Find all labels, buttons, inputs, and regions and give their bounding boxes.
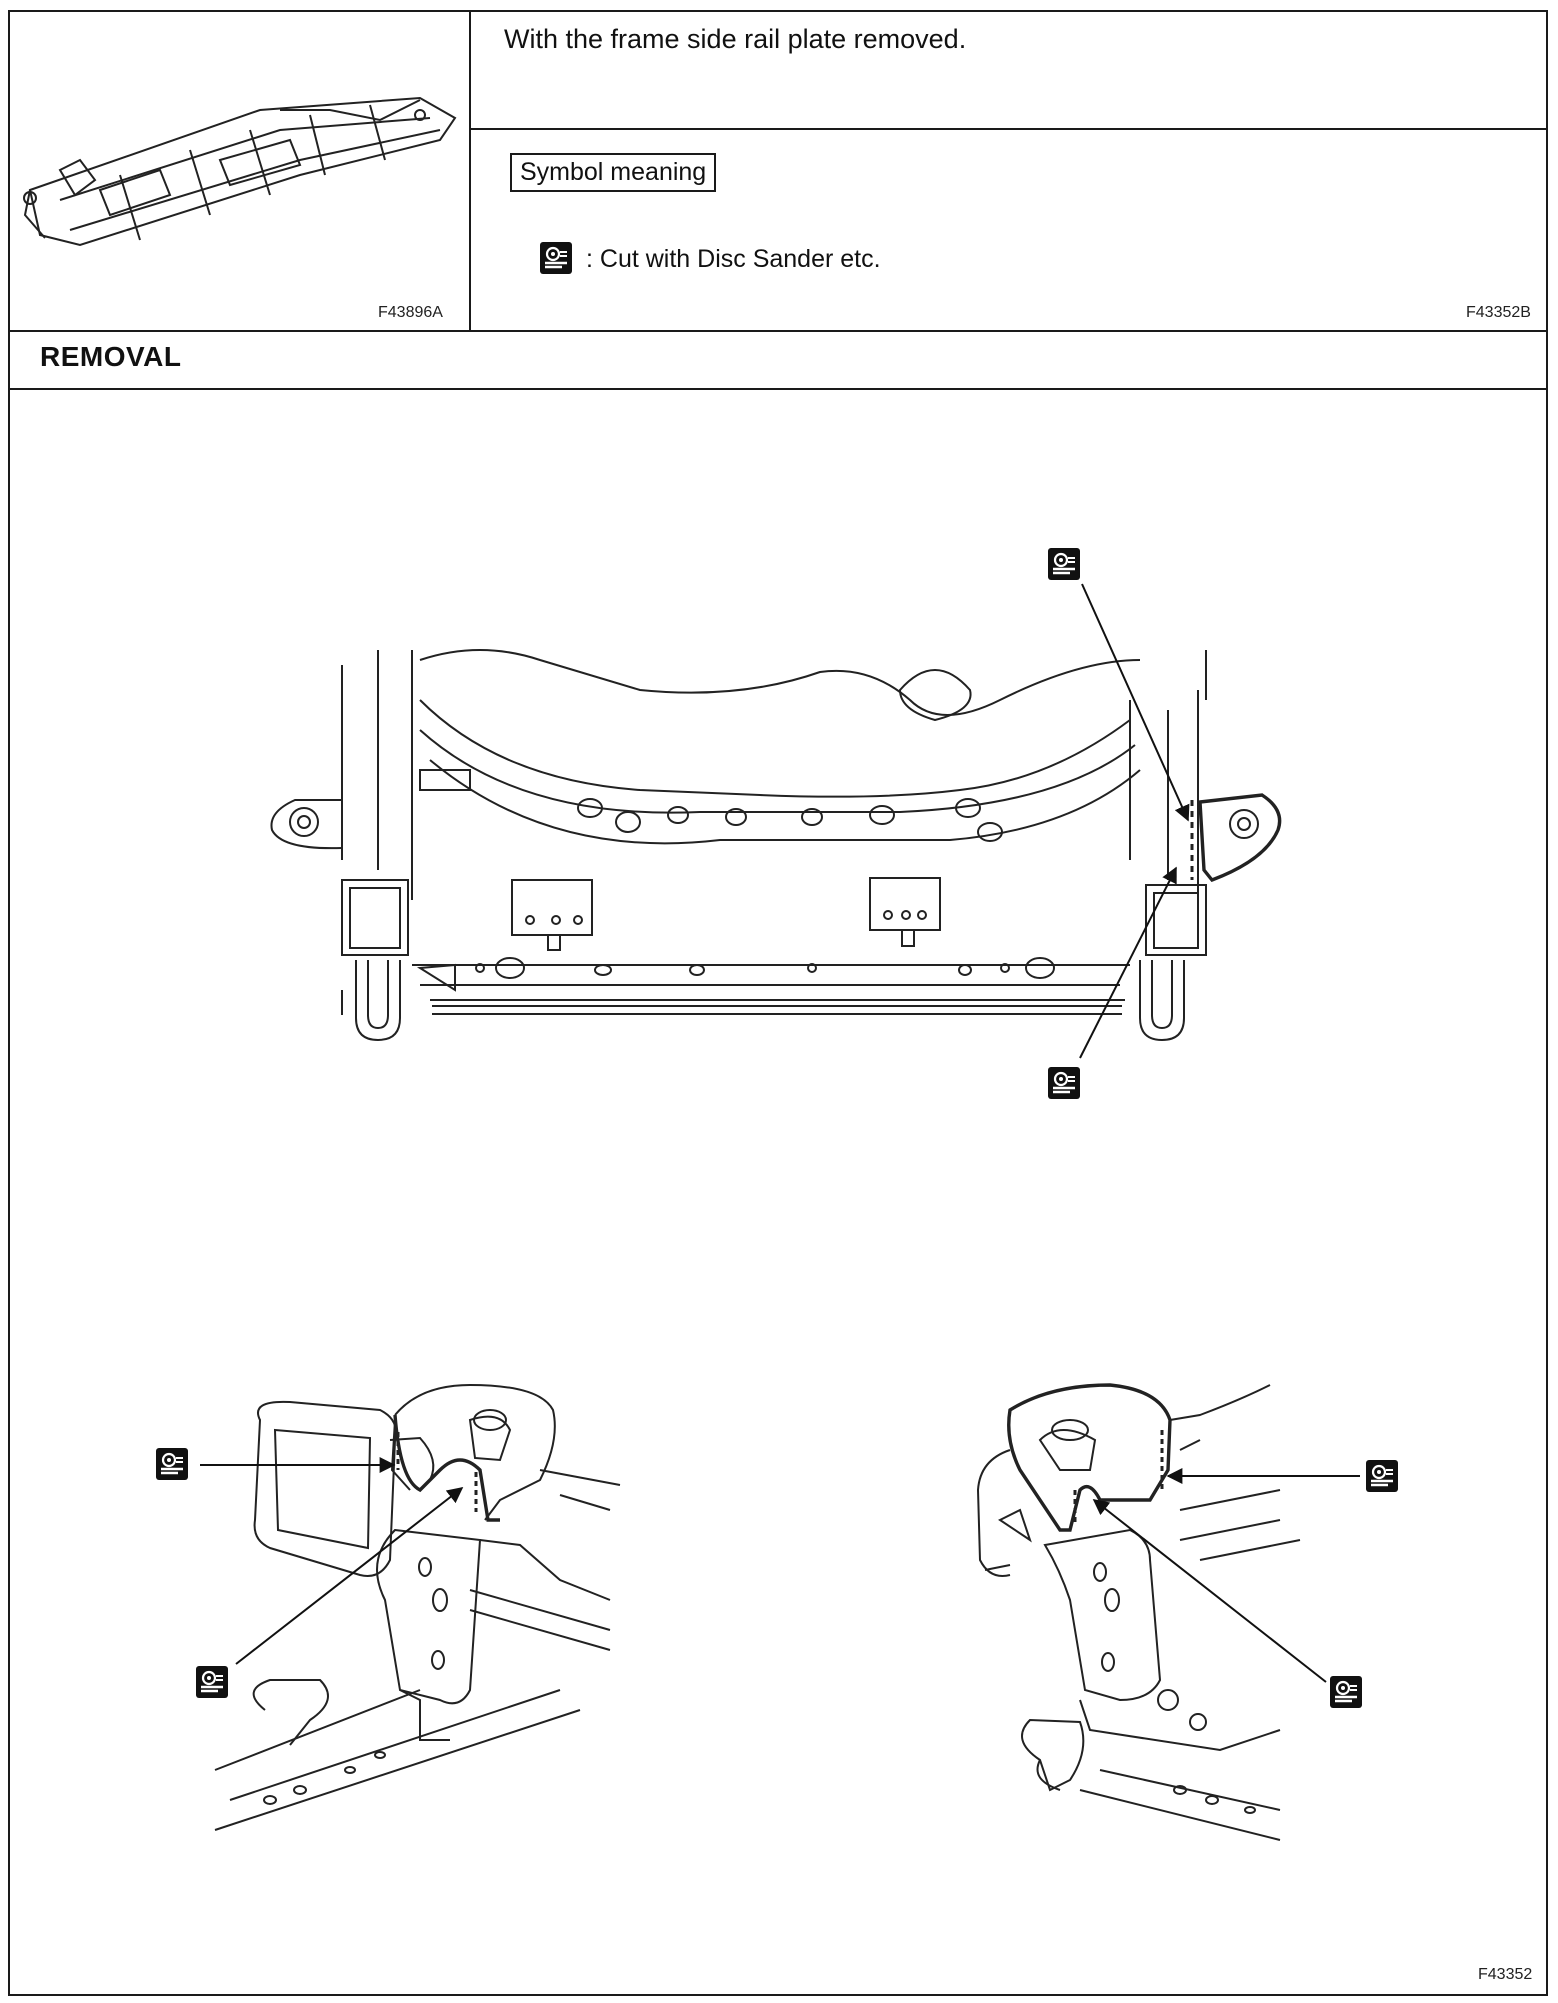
page-frame xyxy=(8,10,1548,1996)
right-detail-view xyxy=(976,1383,1301,1841)
instruction-note: With the frame side rail plate removed. xyxy=(504,24,967,54)
legend-title: Symbol meaning xyxy=(510,153,717,192)
callout-line xyxy=(1081,583,1190,822)
left-detail-view xyxy=(214,1383,621,1831)
left-detail-cut-icon-upper xyxy=(154,1446,190,1482)
section-title-rule xyxy=(8,388,1548,390)
callout-line xyxy=(1092,1499,1327,1683)
thumbnail-figure-id: F43896A xyxy=(378,304,443,321)
right-detail-cut-icon-lower xyxy=(1328,1674,1364,1710)
main-view-cut-icon-top xyxy=(1046,546,1082,582)
main-view-cut-icon-bottom xyxy=(1046,1065,1082,1101)
legend-figure-id: F43352B xyxy=(1466,304,1531,321)
legend-description: : Cut with Disc Sander etc. xyxy=(586,245,881,273)
header-divider-horizontal xyxy=(469,128,1548,130)
callout-line xyxy=(1079,866,1177,1059)
left-detail-cut-icon-lower xyxy=(194,1664,230,1700)
section-title: REMOVAL xyxy=(40,341,182,372)
callout-line xyxy=(235,1487,464,1665)
right-detail-cut-icon-upper xyxy=(1364,1458,1400,1494)
main-figure-id: F43352 xyxy=(1478,1966,1533,1983)
frame-thumbnail xyxy=(23,96,457,247)
legend-cut-icon xyxy=(538,240,574,276)
header-bottom-rule xyxy=(8,330,1548,332)
header-divider-vertical xyxy=(469,10,471,332)
frame-front-view xyxy=(270,649,1282,1042)
